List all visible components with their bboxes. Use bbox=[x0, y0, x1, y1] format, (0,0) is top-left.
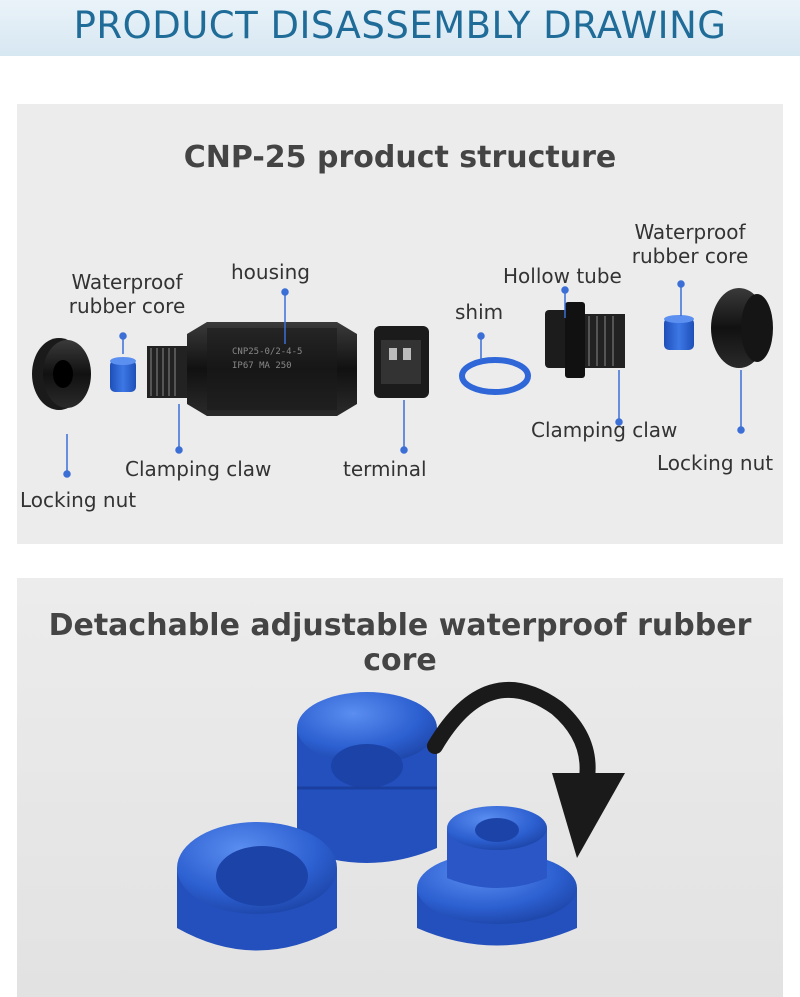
label-terminal: terminal bbox=[343, 457, 427, 481]
label-housing: housing bbox=[231, 260, 310, 284]
terminal-part bbox=[374, 326, 429, 398]
label-hollow-tube: Hollow tube bbox=[503, 264, 622, 288]
label-rubber-core-left-1: Waterproof bbox=[71, 270, 183, 294]
label-clamping-claw-left: Clamping claw bbox=[125, 457, 272, 481]
hollow-tube-part bbox=[545, 302, 625, 378]
header-banner: PRODUCT DISASSEMBLY DRAWING bbox=[0, 0, 800, 56]
structure-panel: CNP-25 product structure bbox=[17, 104, 783, 544]
rubber-core-left-part bbox=[110, 357, 136, 392]
rubber-core-panel: Detachable adjustable waterproof rubber … bbox=[17, 578, 783, 997]
shim-part bbox=[459, 357, 531, 395]
leader-lines bbox=[63, 280, 745, 478]
label-clamping-claw-right: Clamping claw bbox=[531, 418, 678, 442]
housing-part: CNP25-0/2-4-5 IP67 MA 250 bbox=[187, 322, 357, 416]
rubber-core-title: Detachable adjustable waterproof rubber … bbox=[48, 608, 752, 678]
ring-rubber-core bbox=[177, 822, 337, 951]
structure-title: CNP-25 product structure bbox=[183, 140, 617, 175]
label-locking-nut-left: Locking nut bbox=[20, 488, 137, 512]
stepped-rubber-core bbox=[417, 806, 577, 946]
stacked-rubber-core bbox=[297, 692, 437, 863]
rubber-core-right-part bbox=[664, 315, 694, 350]
housing-print-2: IP67 MA 250 bbox=[232, 361, 292, 371]
locking-nut-left-part bbox=[32, 338, 91, 410]
label-rubber-core-right-2: rubber core bbox=[631, 244, 749, 268]
rubber-core-illustration bbox=[177, 681, 625, 951]
clamping-claw-left-part bbox=[147, 346, 191, 398]
rotate-arrow-icon bbox=[427, 681, 625, 858]
label-locking-nut-right: Locking nut bbox=[657, 451, 774, 475]
label-rubber-core-left-2: rubber core bbox=[68, 294, 186, 318]
locking-nut-right-part bbox=[711, 288, 773, 368]
label-shim: shim bbox=[455, 300, 504, 324]
label-rubber-core-right-1: Waterproof bbox=[634, 220, 746, 244]
banner-title: PRODUCT DISASSEMBLY DRAWING bbox=[73, 4, 727, 47]
housing-print-1: CNP25-0/2-4-5 bbox=[232, 347, 302, 357]
exploded-view-illustration: CNP25-0/2-4-5 IP67 MA 250 bbox=[32, 280, 773, 478]
